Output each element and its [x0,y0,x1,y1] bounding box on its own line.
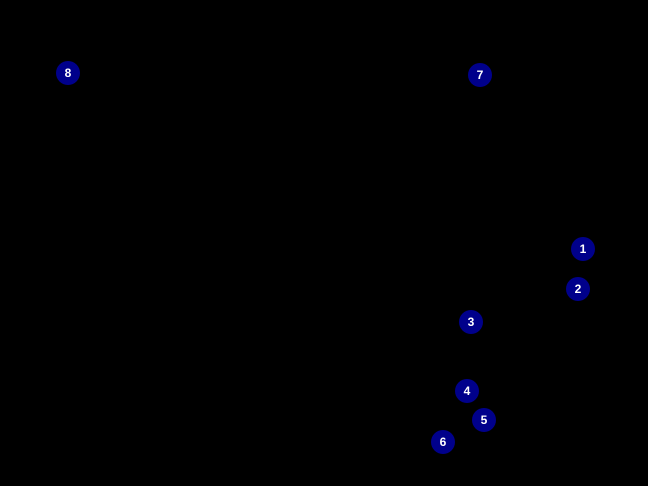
numbered-marker-5[interactable]: 5 [472,408,496,432]
numbered-marker-1[interactable]: 1 [571,237,595,261]
numbered-marker-6[interactable]: 6 [431,430,455,454]
numbered-marker-3[interactable]: 3 [459,310,483,334]
numbered-marker-7[interactable]: 7 [468,63,492,87]
numbered-marker-4[interactable]: 4 [455,379,479,403]
numbered-marker-8[interactable]: 8 [56,61,80,85]
numbered-marker-2[interactable]: 2 [566,277,590,301]
